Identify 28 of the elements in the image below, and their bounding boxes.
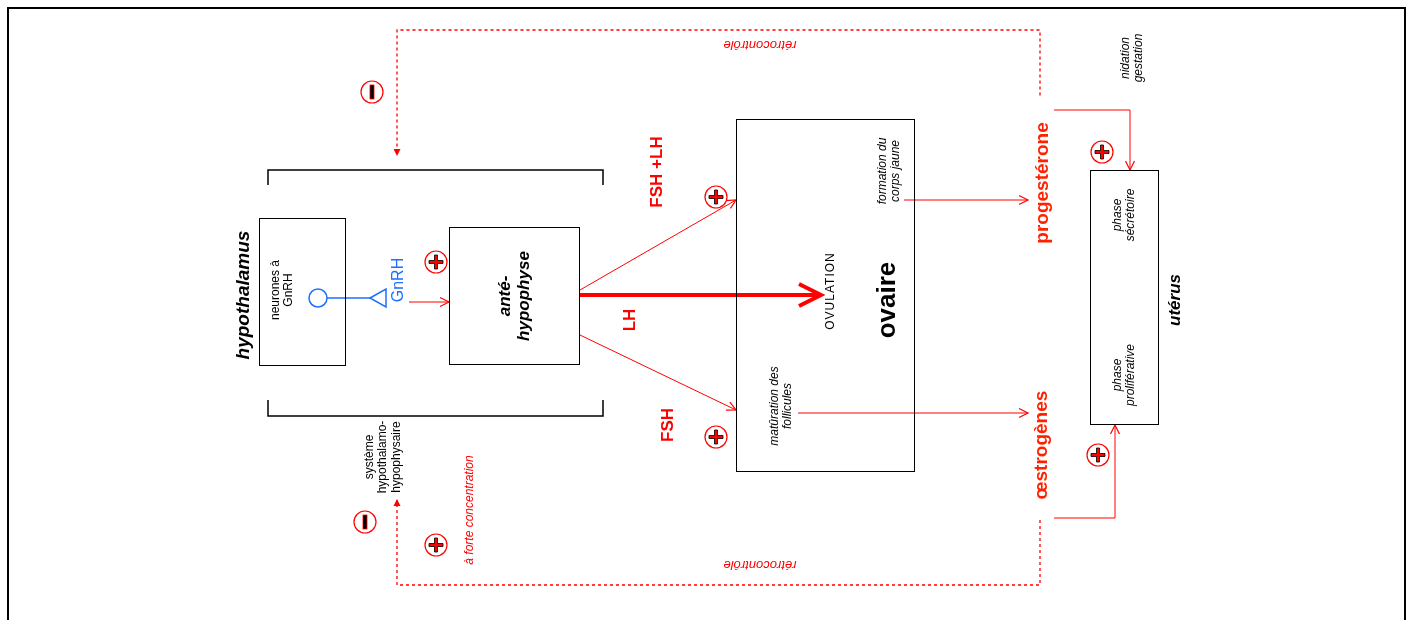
arrow [797, 407, 1029, 419]
arrow [1053, 424, 1121, 519]
arrow [408, 296, 450, 308]
system-label: système hypothalamo- hypophysaire [363, 420, 403, 494]
node-title: ovaire [870, 260, 901, 340]
hormone-label: œstrogènes [1028, 370, 1054, 520]
arrow [579, 199, 737, 291]
arrow [579, 334, 737, 411]
arrow [1053, 109, 1136, 171]
organ-label: hypothalamus [230, 229, 254, 362]
node-text: anté- hypophyse [493, 249, 534, 343]
arrow [903, 194, 1029, 206]
process-label: OVULATION [822, 241, 840, 341]
arrow [580, 282, 823, 308]
feedback-arrow [393, 499, 1041, 586]
process-label: matûration des follicules [763, 346, 799, 466]
hormone-label: progestérone [1028, 95, 1054, 271]
organ-label: utérus [1163, 272, 1185, 328]
note-label: nidation gestation [1116, 32, 1146, 85]
process-label: formation du corps jaune [873, 126, 905, 216]
node-text: phase proliférative [1108, 342, 1138, 409]
process-box [449, 227, 580, 365]
hormone-label: GnRH [387, 255, 409, 305]
feedback-arrow [393, 29, 1041, 156]
note-label: à forte concentration [461, 455, 478, 565]
node-text: phase sécrétoire [1108, 187, 1138, 243]
process-box [736, 119, 915, 472]
node-text: neurones à GnRH [266, 258, 296, 322]
